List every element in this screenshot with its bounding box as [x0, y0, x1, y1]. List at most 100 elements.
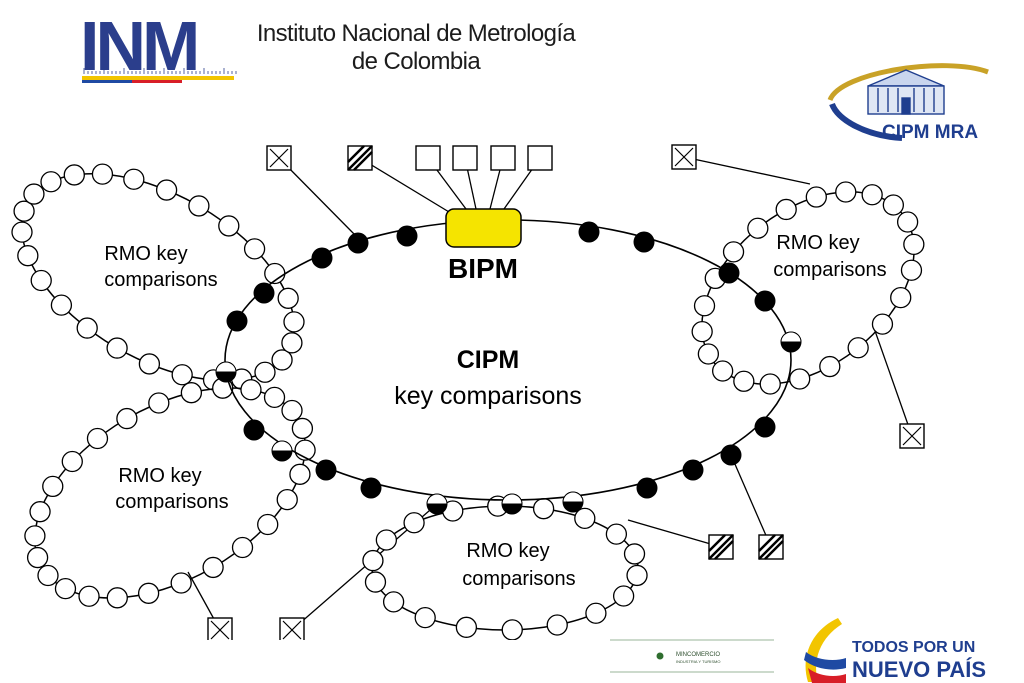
rmo-bottom-left-ring-participant-node [291, 417, 314, 440]
connector-line [359, 157, 455, 216]
badge-blue-swoosh [829, 102, 903, 141]
rmo-bottom-left-ring-participant-node [78, 585, 100, 607]
institution-name: Instituto Nacional de Metrología de Colo… [246, 20, 586, 76]
rmo-bottom-line-1: RMO key [466, 540, 549, 562]
rmo-bottom-ring-participant-node [501, 619, 523, 640]
cipm-participant-node [578, 221, 600, 243]
connector-line [627, 519, 722, 548]
rmo-top-right-ring-participant-node [819, 355, 841, 378]
rmo-top-left-ring-participant-node [171, 364, 193, 386]
participant-boxes [207, 144, 925, 640]
comparison-rings [11, 163, 925, 640]
rmo-bottom-left-ring-participant-node [289, 463, 311, 485]
rmo-top-left-ring-participant-node [91, 163, 114, 185]
rmo-bottom-ring-participant-node [574, 507, 596, 530]
connector-line [730, 454, 772, 548]
rmo-bottom-left-line-2: comparisons [115, 491, 228, 513]
rmo-top-right-line-2: comparisons [773, 259, 886, 281]
rmo-top-right-ring-participant-node [711, 360, 734, 382]
rmo-top-right-ring-participant-node [722, 241, 745, 263]
bipm-label: BIPM [448, 253, 518, 284]
rmo-top-right-line-1: RMO key [776, 232, 859, 254]
rmo-bottom-ring-participant-node [532, 498, 555, 520]
rmo-top-left-line-2: comparisons [104, 269, 217, 291]
rmo-bottom-left-ring-participant-node [29, 501, 51, 523]
cipm-participant-node [636, 477, 658, 499]
rmo-bottom-left-ring-participant-node [106, 587, 128, 609]
connector-line [873, 327, 913, 437]
rmo-bottom-line-2: comparisons [462, 568, 575, 590]
ruler-yellow-bar [82, 76, 234, 80]
building-icon [867, 69, 945, 115]
institution-line-2: de Colombia [351, 48, 481, 75]
connector-line [683, 156, 811, 185]
cipm-participant-node [720, 444, 742, 466]
rmo-top-left-ring-participant-node [138, 353, 161, 375]
rmo-bottom-ring-participant-node [403, 512, 425, 534]
institution-line-1: Instituto Nacional de Metrología [256, 20, 576, 47]
connector-line [278, 157, 357, 237]
rmo-bottom-left-ring-participant-node [202, 556, 224, 579]
rmo-top-right-ring-participant-node [775, 198, 797, 221]
rmo-top-right-ring-participant-node [847, 337, 869, 359]
inm-logo: INM [80, 8, 237, 85]
inm-logo-text: INM [80, 8, 196, 85]
cipm-participant-node [718, 262, 740, 284]
cipm-participant-node [754, 290, 776, 312]
ruler-red-bar [132, 80, 182, 83]
rmo-bottom-left-ring-participant-node [54, 577, 77, 600]
rmo-top-right-ring-participant-node [900, 259, 923, 281]
rmo-bottom-ring-participant-node [414, 606, 436, 629]
rmo-top-right-ring-participant-node [747, 217, 769, 239]
rmo-top-right-ring-participant-node [693, 295, 716, 317]
cipm-mra-badge: CIPM MRA [827, 63, 989, 143]
rmo-top-left-ring-participant-node [243, 238, 266, 260]
rmo-top-right-ring-participant-node [691, 320, 713, 343]
rmo-bottom-left-ring-participant-node [240, 379, 262, 401]
rmo-top-left-ring-participant-node [76, 317, 98, 339]
shared-node-half [562, 491, 584, 503]
rmo-bottom-left-ring-participant-node [42, 475, 64, 498]
ministry-seal-icon [656, 652, 664, 660]
box-hatch [347, 145, 373, 171]
rmo-top-left-ring-participant-node [11, 221, 33, 243]
cipm-participant-node [226, 310, 248, 332]
rmo-bottom-left-ring-participant-node [148, 392, 170, 414]
rmo-top-left-ring-participant-node [30, 269, 52, 292]
rmo-bottom-ring-participant-node [382, 591, 405, 613]
rmo-top-left-ring-participant-node [123, 168, 145, 190]
rmo-bottom-left-ring-participant-node [263, 386, 286, 409]
rmo-top-left-line-1: RMO key [104, 243, 187, 265]
cipm-participant-node [396, 225, 418, 247]
shared-node-half [215, 361, 237, 373]
rmo-top-left-ring-participant-node [271, 349, 293, 371]
badge-text: CIPM MRA [882, 122, 978, 143]
slogan-line-2: NUEVO PAÍS [852, 657, 986, 682]
box-cross [674, 147, 694, 167]
rmo-top-left-ring-participant-node [155, 179, 178, 201]
rmo-bottom-left-ring-participant-node [257, 513, 279, 536]
box-cross [902, 426, 922, 446]
rmo-bottom-ring-participant-node [585, 602, 607, 624]
rmo-top-right-ring-participant-node [805, 186, 827, 208]
rmo-bottom-left-ring-participant-node [61, 450, 83, 473]
rmo-bottom-ring-participant-node [362, 549, 384, 572]
rmo-bottom-left-ring-participant-node [86, 427, 109, 450]
rmo-top-left-ring-participant-node [254, 361, 276, 383]
shared-node-half [501, 493, 523, 505]
plain-box-icon [452, 145, 478, 171]
shared-node-half [780, 331, 802, 343]
rmo-bottom-left-ring-participant-node [24, 525, 46, 547]
rmo-bottom-ring-participant-node [546, 614, 568, 636]
rmo-bottom-left-ring-participant-node [281, 399, 303, 422]
rmo-top-right-ring-participant-node [789, 368, 811, 390]
box-hatch [708, 534, 734, 560]
rmo-top-left-ring-participant-node [283, 311, 305, 333]
cipm-participant-node [253, 282, 275, 304]
rmo-top-left-ring-participant-node [50, 294, 73, 316]
colombia-flag-swoosh-icon [804, 618, 846, 683]
cipm-title: CIPM [457, 346, 520, 374]
rmo-top-left-ring-participant-node [218, 215, 240, 237]
rmo-bottom-ring-participant-node [623, 543, 646, 565]
box-cross [210, 620, 230, 640]
